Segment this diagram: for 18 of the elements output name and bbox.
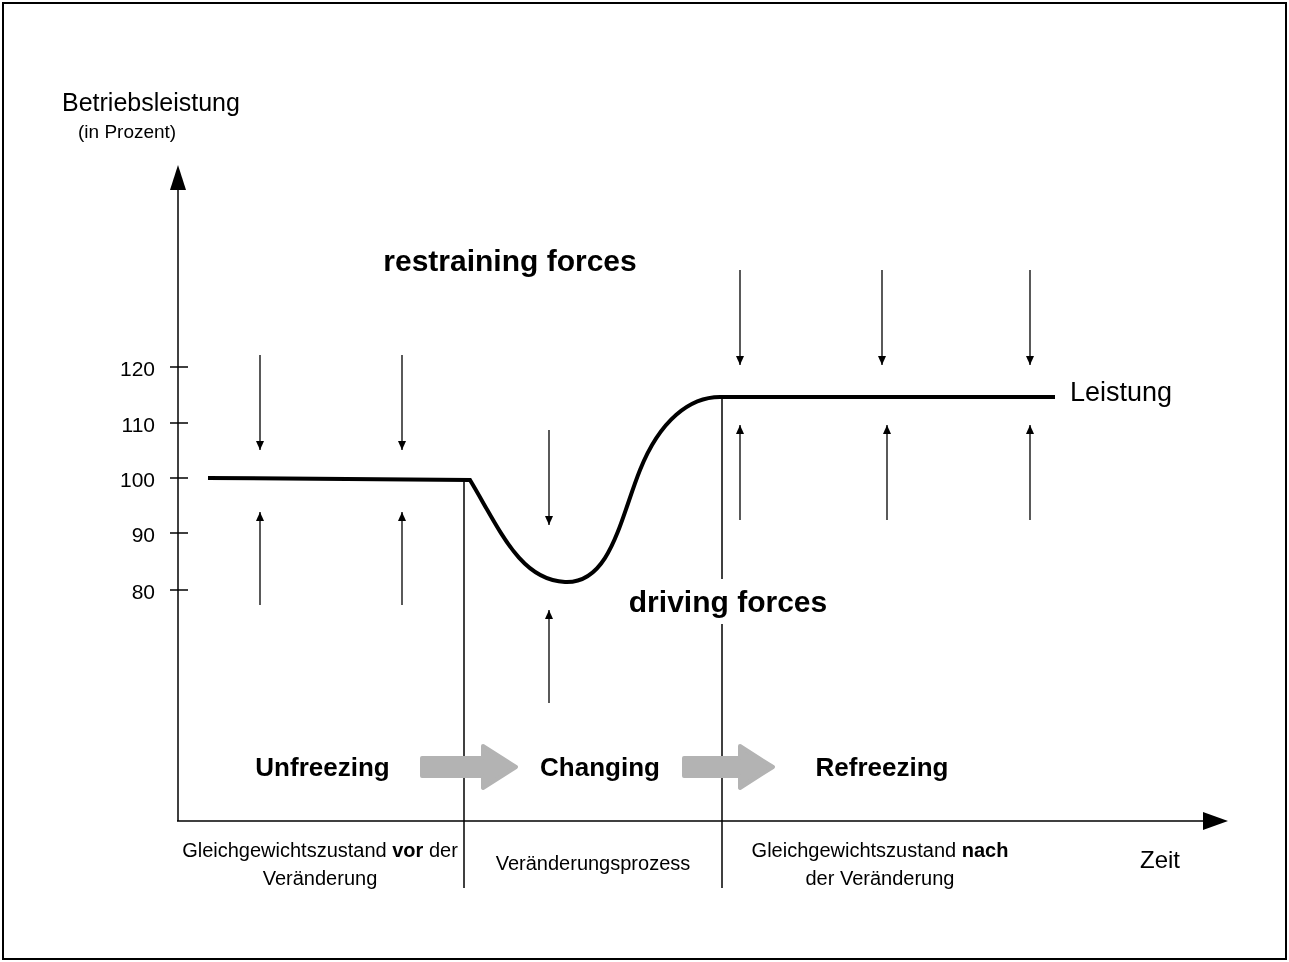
phase-label: Unfreezing <box>255 750 390 784</box>
curve-label: Leistung <box>1070 376 1174 409</box>
tick-label: 80 <box>130 579 155 605</box>
phase-description: Gleichgewichtszustand nach der Veränderung <box>750 838 1010 891</box>
tick-label: 110 <box>120 412 155 438</box>
axis-title: Zeit <box>1140 845 1181 875</box>
force-label: restraining forces <box>382 243 638 279</box>
phase-label: Refreezing <box>815 750 949 784</box>
tick-label: 90 <box>130 522 155 548</box>
phase-label: Changing <box>540 750 660 784</box>
phase-description: Gleichgewichtszustand vor der Veränderung <box>181 838 459 891</box>
tick-label: 120 <box>118 356 155 382</box>
arrow <box>682 744 775 790</box>
axis-title: Betriebsleistung <box>62 87 241 118</box>
phase-description: Veränderungsprozess <box>494 851 692 876</box>
tick-label: 100 <box>118 467 155 493</box>
arrow <box>420 744 518 790</box>
axis-unit: (in Prozent) <box>78 120 178 144</box>
